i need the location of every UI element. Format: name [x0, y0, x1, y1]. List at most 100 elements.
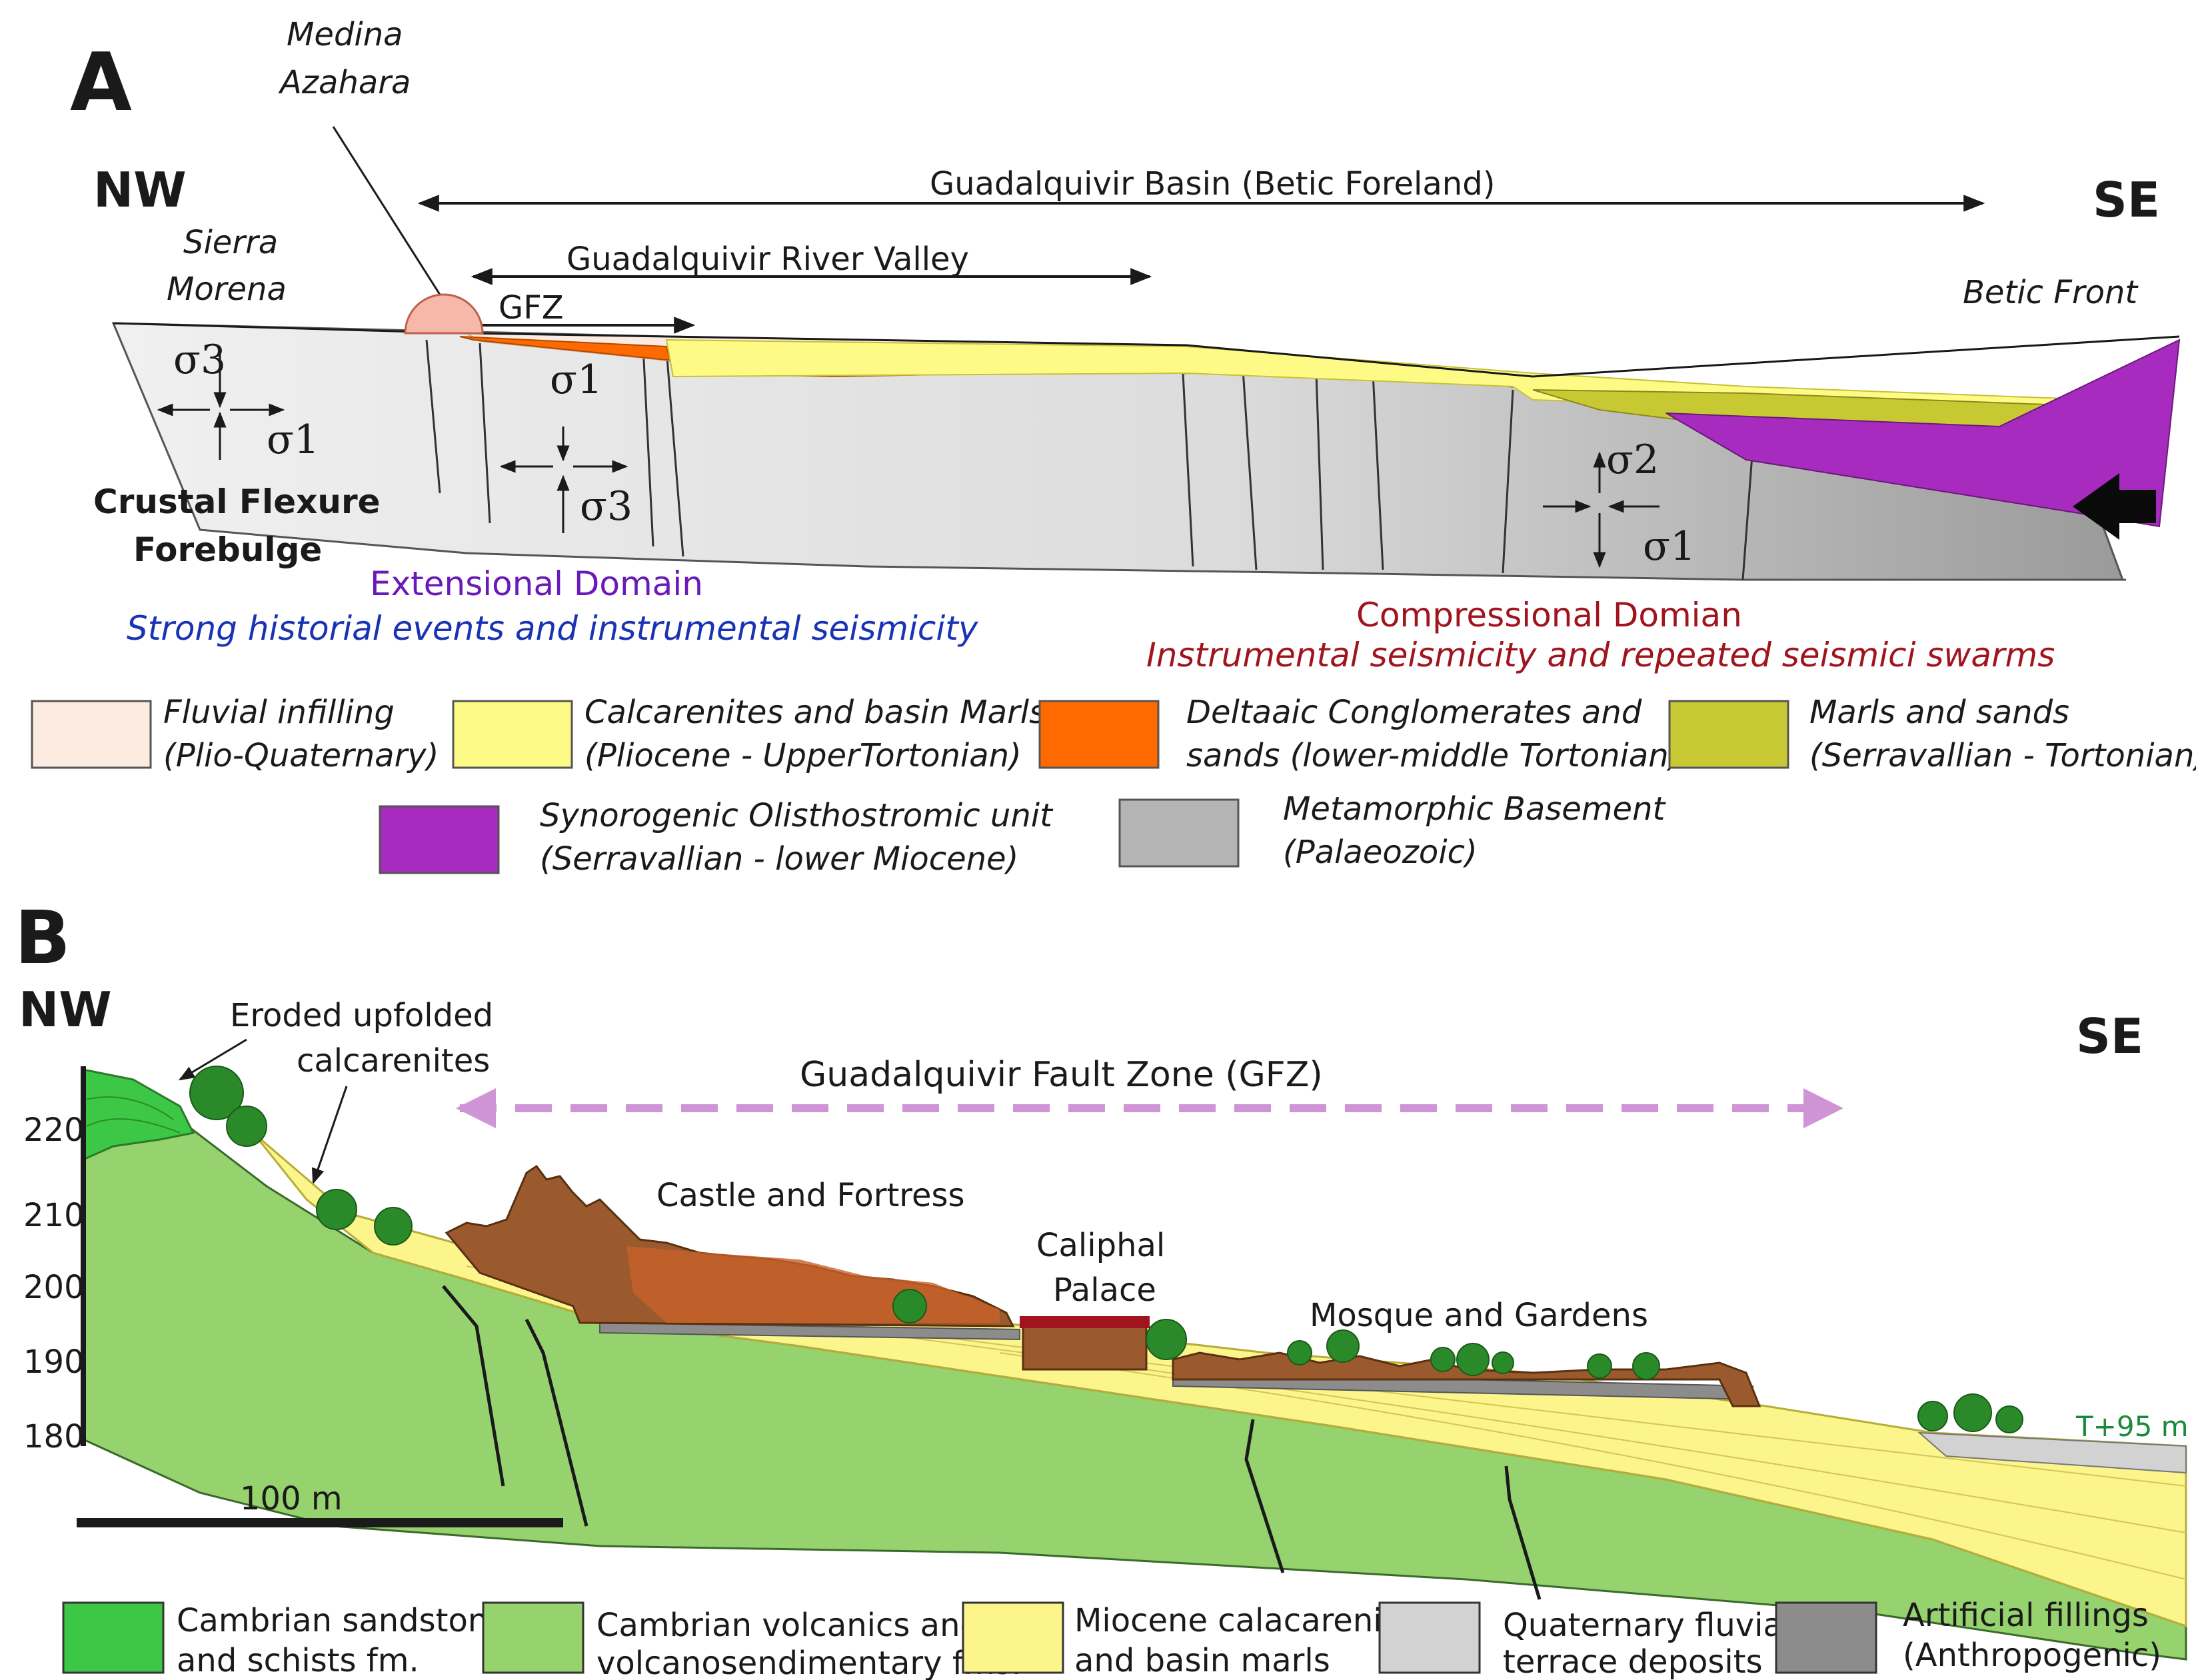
- legend-b-item: Cambrian volcanics and volcanosendimenta…: [482, 1601, 1022, 1680]
- legend-swatch-miocene: [962, 1601, 1064, 1674]
- legend-swatch-calcarenites: [452, 700, 573, 769]
- elev-tick: 220: [23, 1112, 85, 1149]
- legend-text: Calcarenites and basin Marls: [584, 694, 1046, 731]
- legend-text: (Serravallian - lower Miocene): [540, 840, 1018, 878]
- legend-text: and basin marls: [1074, 1642, 1330, 1679]
- mosque-label: Mosque and Gardens: [1310, 1297, 1648, 1334]
- flexure-label-2: Forebulge: [133, 530, 322, 569]
- legend-text: (Serravallian - Tortonian): [1809, 737, 2196, 774]
- legend-a-item: Fluvial infilling (Plio-Quaternary): [31, 694, 439, 774]
- cambrian-sandstones: [82, 1068, 195, 1162]
- legend-a-item: Calcarenites and basin Marls (Pliocene -…: [452, 694, 1046, 774]
- legend-text: terrace deposits: [1503, 1643, 1763, 1680]
- legend-text: Synorogenic Olisthostromic unit: [540, 797, 1054, 834]
- legend-swatch-quaternary: [1378, 1601, 1481, 1674]
- legend-a-item: Synorogenic Olisthostromic unit (Serrava…: [379, 797, 1054, 878]
- legend-a-item: Deltaaic Conglomerates and sands (lower-…: [1038, 694, 1681, 774]
- nw-label-b: NW: [19, 982, 112, 1038]
- stress-cross-forebulge: [157, 353, 285, 460]
- legend-text: sands (lower-middle Tortonian): [1186, 737, 1681, 774]
- legend-text: (Anthropogenic): [1903, 1637, 2161, 1674]
- panel-b: B NW SE Eroded upfolded calcarenites Gua…: [15, 895, 2189, 1680]
- compression-arrow: [2073, 473, 2156, 540]
- panel-b-letter: B: [15, 895, 71, 980]
- palace-label-2: Palace: [1053, 1271, 1156, 1309]
- nw-label-a: NW: [93, 162, 187, 218]
- river-span-label: Guadalquivir River Valley: [566, 241, 969, 278]
- sigma3-label-a1: σ3: [173, 337, 226, 383]
- legend-text: Deltaaic Conglomerates and: [1186, 694, 1642, 731]
- faults-b: [442, 1285, 1542, 1600]
- eroded-label-2: calcarenites: [297, 1042, 490, 1080]
- se-label-b: SE: [2076, 1008, 2143, 1064]
- legend-a-item: Metamorphic Basement (Palaeozoic): [1118, 790, 1667, 871]
- legend-b-item: Artificial fillings (Anthropogenic): [1775, 1597, 2161, 1674]
- legend-text: Quaternary fluvial: [1503, 1607, 1791, 1644]
- compressional-domain-label: Compressional Domian: [1356, 596, 1742, 634]
- terrace-label: T+95 m: [2075, 1410, 2189, 1443]
- stress-cross-extensional: [499, 426, 628, 533]
- eroded-pointer-1: [178, 1038, 247, 1081]
- castle-label: Castle and Fortress: [656, 1177, 965, 1214]
- betic-front-label: Betic Front: [1963, 274, 2139, 311]
- legend-text: (Pliocene - UpperTortonian): [584, 737, 1022, 774]
- elev-tick: 200: [23, 1269, 85, 1306]
- legend-a-item: Marls and sands (Serravallian - Tortonia…: [1668, 694, 2196, 774]
- legend-text: Artificial fillings: [1903, 1597, 2149, 1634]
- olisthostromic-unit: [1665, 339, 2181, 528]
- legend-text: Miocene calacarenites: [1074, 1602, 1431, 1639]
- legend-b-item: Cambrian sandstones and schists fm.: [62, 1601, 525, 1679]
- caliphal-palace: [1022, 1321, 1148, 1371]
- castle-ruins-light: [626, 1246, 1000, 1323]
- legend-swatch-olisthostromic: [379, 805, 500, 874]
- medina-label-1: Medina: [287, 16, 403, 53]
- legend-b: Cambrian sandstones and schists fm. Camb…: [62, 1597, 2161, 1680]
- extensional-domain-label: Extensional Domain: [370, 564, 703, 603]
- legend-swatch-fluvial: [31, 700, 152, 769]
- caliphal-palace-roof: [1020, 1316, 1150, 1328]
- legend-text: Metamorphic Basement: [1283, 790, 1667, 828]
- trees: [189, 1066, 2023, 1433]
- sigma1-label-a1: σ1: [267, 417, 319, 463]
- legend-text: (Palaeozoic): [1283, 834, 1478, 871]
- legend-b-item: Miocene calacarenites and basin marls: [962, 1601, 1431, 1679]
- legend-text: Marls and sands: [1809, 694, 2069, 731]
- eroded-label-1: Eroded upfolded: [230, 997, 493, 1034]
- elev-tick: 180: [23, 1418, 85, 1455]
- sierra-label-2: Morena: [167, 271, 287, 308]
- scale-bar-label: 100 m: [240, 1480, 343, 1517]
- legend-b-item: Quaternary fluvial terrace deposits: [1378, 1601, 1791, 1680]
- extensional-domain-note: Strong historial events and instrumental…: [127, 609, 979, 648]
- sigma1-label-a2: σ1: [550, 357, 602, 403]
- legend-swatch-artificial: [1775, 1601, 1877, 1674]
- legend-swatch-volcanics: [482, 1601, 584, 1674]
- elev-tick: 190: [23, 1343, 85, 1381]
- elev-tick: 210: [23, 1197, 85, 1234]
- legend-text: Fluvial infilling: [163, 694, 395, 731]
- palace-label-1: Caliphal: [1036, 1227, 1165, 1264]
- legend-swatch-deltaic: [1038, 700, 1160, 769]
- legend-text: and schists fm.: [177, 1642, 419, 1679]
- legend-swatch-sandstones: [62, 1601, 165, 1674]
- sigma1-label-a3: σ1: [1643, 523, 1695, 570]
- stress-cross-compressional: [1543, 451, 1659, 568]
- se-label-a: SE: [2093, 172, 2160, 228]
- medina-label-2: Azahara: [278, 64, 411, 101]
- quaternary-terrace: [1917, 1431, 2187, 1474]
- gfz-label: GFZ: [499, 289, 564, 327]
- sandstone-layering: [86, 1096, 181, 1134]
- sigma2-label: σ2: [1606, 436, 1659, 483]
- gfz-span-label-b: Guadalquivir Fault Zone (GFZ): [800, 1055, 1323, 1095]
- basin-span-label: Guadalquivir Basin (Betic Foreland): [930, 165, 1495, 203]
- eroded-pointer-2: [311, 1086, 348, 1185]
- panel-a: A Medina Azahara NW SE Sierra Morena Bet…: [31, 16, 2196, 878]
- legend-a: Fluvial infilling (Plio-Quaternary) Calc…: [31, 694, 2196, 878]
- compressional-domain-note: Instrumental seismicity and repeated sei…: [1146, 636, 2055, 674]
- legend-swatch-marls-sands: [1668, 700, 1789, 769]
- surface-line: [113, 322, 2180, 378]
- legend-text: (Plio-Quaternary): [163, 737, 439, 774]
- medina-azahara-mound: [404, 293, 484, 335]
- flexure-label-1: Crustal Flexure: [93, 482, 381, 521]
- legend-text: volcanosendimentary fms.: [596, 1645, 1022, 1680]
